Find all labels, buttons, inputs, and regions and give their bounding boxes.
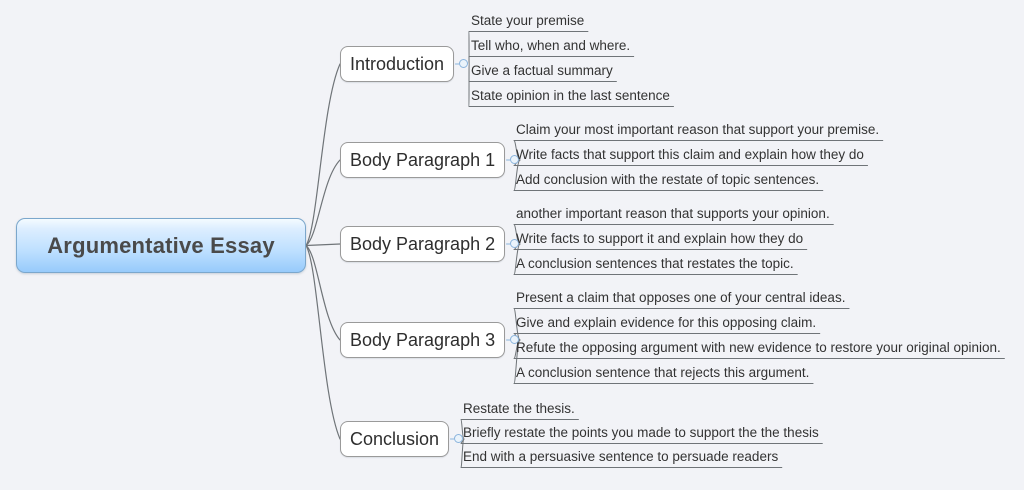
branch-node[interactable]: Body Paragraph 2 xyxy=(340,226,506,262)
branch-node-label: Introduction xyxy=(350,54,445,74)
branch-node[interactable]: Body Paragraph 1 xyxy=(340,142,506,178)
branch-node[interactable]: Conclusion xyxy=(340,421,450,457)
leaf-item[interactable]: Restate the thesis. xyxy=(459,397,579,419)
leaf-item[interactable]: Write facts that support this claim and … xyxy=(512,143,868,165)
branch-collapse-toggle[interactable] xyxy=(454,434,464,443)
leaf-item-label: State opinion in the last sentence xyxy=(471,88,670,104)
leaf-item[interactable]: Present a claim that opposes one of your… xyxy=(512,286,849,308)
leaf-item-label: Tell who, when and where. xyxy=(471,38,631,54)
leaf-item[interactable]: Tell who, when and where. xyxy=(467,34,634,56)
branch-collapse-toggle[interactable] xyxy=(510,155,520,164)
leaf-item[interactable]: Claim your most important reason that su… xyxy=(512,118,883,140)
leaf-item-label: Refute the opposing argument with new ev… xyxy=(516,340,1001,356)
leaf-item-label: Write facts that support this claim and … xyxy=(516,147,864,163)
leaf-item-label: another important reason that supports y… xyxy=(516,206,830,222)
leaf-item[interactable]: State opinion in the last sentence xyxy=(467,84,674,106)
leaf-item[interactable]: State your premise xyxy=(467,9,588,31)
leaf-item-label: Claim your most important reason that su… xyxy=(516,122,880,138)
leaf-item-label: End with a persuasive sentence to persua… xyxy=(463,449,779,465)
leaf-item-label: Present a claim that opposes one of your… xyxy=(516,290,846,306)
leaf-item-label: Give and explain evidence for this oppos… xyxy=(516,315,817,331)
leaf-item[interactable]: A conclusion sentence that rejects this … xyxy=(512,361,813,383)
branch-collapse-toggle[interactable] xyxy=(510,239,520,248)
leaf-item-label: A conclusion sentence that rejects this … xyxy=(516,365,810,381)
branch-node-label: Body Paragraph 2 xyxy=(350,234,496,254)
leaf-item[interactable]: A conclusion sentences that restates the… xyxy=(512,252,798,274)
leaf-item-label: State your premise xyxy=(471,13,585,29)
leaf-item[interactable]: Briefly restate the points you made to s… xyxy=(459,421,823,443)
leaf-item[interactable]: Refute the opposing argument with new ev… xyxy=(512,336,1005,358)
root-node-label: Argumentative Essay xyxy=(47,232,275,258)
branch-node-label: Body Paragraph 1 xyxy=(350,150,496,170)
leaf-item-label: Give a factual summary xyxy=(471,63,613,79)
branch-collapse-toggle[interactable] xyxy=(459,59,469,68)
leaf-item[interactable]: Add conclusion with the restate of topic… xyxy=(512,168,823,190)
branch-node[interactable]: Body Paragraph 3 xyxy=(340,322,506,358)
branch-node-label: Conclusion xyxy=(350,429,440,449)
leaf-item[interactable]: Give and explain evidence for this oppos… xyxy=(512,311,820,333)
leaf-item-label: Write facts to support it and explain ho… xyxy=(516,231,804,247)
branch-collapse-toggle[interactable] xyxy=(510,335,520,344)
leaf-item-label: A conclusion sentences that restates the… xyxy=(516,256,794,272)
branch-node-label: Body Paragraph 3 xyxy=(350,330,496,350)
leaf-item-label: Add conclusion with the restate of topic… xyxy=(516,172,820,188)
leaf-item-label: Briefly restate the points you made to s… xyxy=(463,425,819,441)
leaf-item[interactable]: another important reason that supports y… xyxy=(512,202,834,224)
leaf-item[interactable]: End with a persuasive sentence to persua… xyxy=(459,445,782,467)
root-node[interactable]: Argumentative Essay xyxy=(16,218,306,273)
leaf-item[interactable]: Write facts to support it and explain ho… xyxy=(512,227,807,249)
branch-node[interactable]: Introduction xyxy=(340,46,455,82)
leaf-item[interactable]: Give a factual summary xyxy=(467,59,617,81)
leaf-item-label: Restate the thesis. xyxy=(463,401,575,417)
